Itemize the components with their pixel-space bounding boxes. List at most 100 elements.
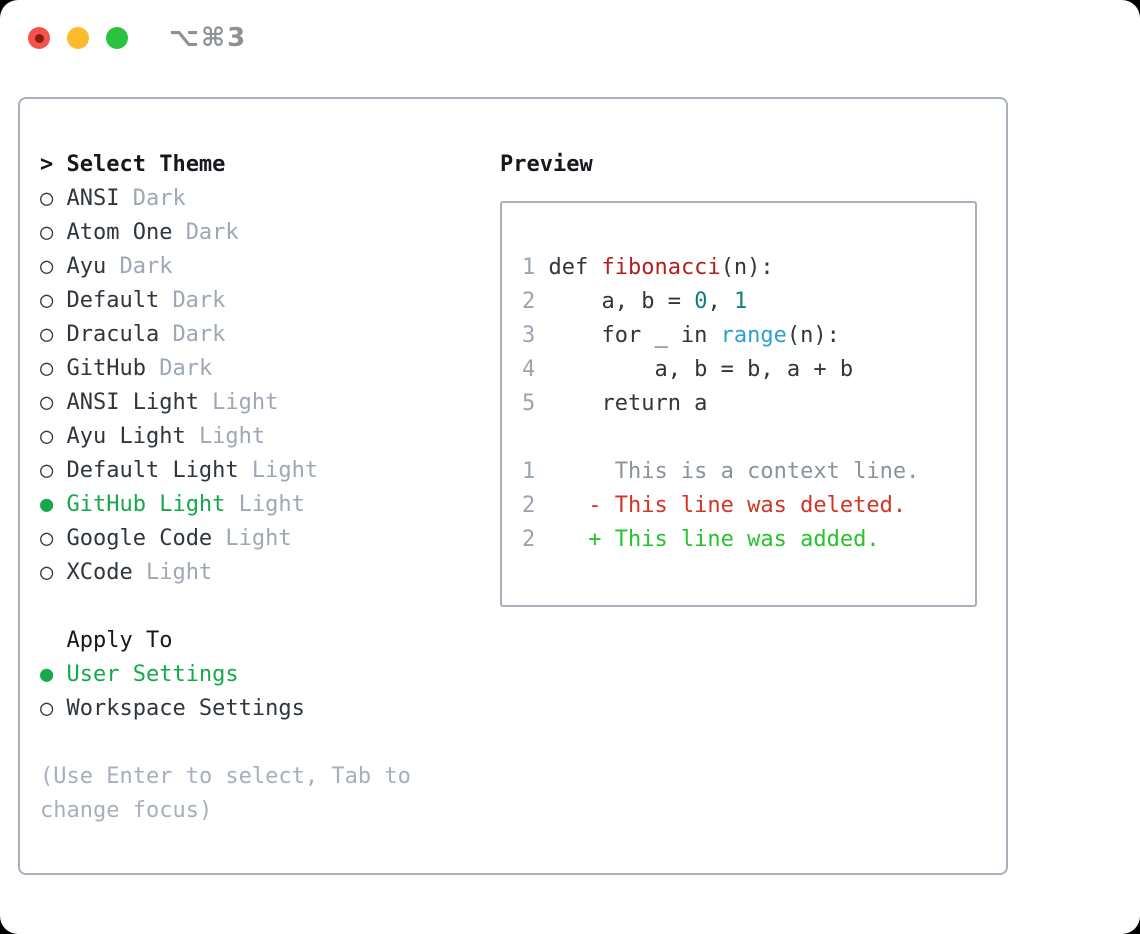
preview-line-diff-context: 1 This is a context line. xyxy=(522,455,975,489)
zoom-button[interactable] xyxy=(106,27,128,49)
line-number: 5 xyxy=(522,391,536,416)
option-name: GitHub xyxy=(66,356,146,381)
option-name: Ayu Light xyxy=(66,424,186,449)
theme-option[interactable]: ○ ANSI Light Light xyxy=(40,386,470,420)
option-variant: Dark xyxy=(185,220,239,245)
option-variant: Light xyxy=(212,390,279,415)
radio-icon: ○ xyxy=(40,696,54,721)
preview-line-blank xyxy=(522,421,975,455)
line-number: 4 xyxy=(522,357,536,382)
theme-option[interactable]: ○ XCode Light xyxy=(40,556,470,590)
option-variant: Dark xyxy=(172,322,226,347)
radio-icon: ○ xyxy=(40,288,54,313)
theme-option[interactable]: ○ Default Light Light xyxy=(40,454,470,488)
prompt-arrow-icon: > xyxy=(40,152,54,177)
option-name: ANSI Light xyxy=(66,390,199,415)
option-name: XCode xyxy=(66,560,133,585)
code-segment: 0 xyxy=(694,289,708,314)
radio-icon: ● xyxy=(40,492,54,517)
hint-text: (Use Enter to select, Tab to change focu… xyxy=(40,764,411,823)
apply-to-header: Apply To xyxy=(66,628,173,653)
preview-line-code: 1 def fibonacci(n): xyxy=(522,251,975,285)
preview-line-diff-deleted: 2 - This line was deleted. xyxy=(522,489,975,523)
radio-icon: ○ xyxy=(40,526,54,551)
preview-line-code: 4 a, b = b, a + b xyxy=(522,353,975,387)
option-name: Ayu xyxy=(66,254,107,279)
line-number: 1 xyxy=(522,255,536,280)
option-variant: Dark xyxy=(119,254,173,279)
code-segment: return a xyxy=(548,391,708,416)
radio-icon: ○ xyxy=(40,390,54,415)
titlebar: ⌥⌘3 xyxy=(28,23,248,53)
line-number: 2 xyxy=(522,289,536,314)
line-number: 2 xyxy=(522,527,536,552)
radio-icon: ○ xyxy=(40,560,54,585)
code-segment: range xyxy=(720,323,787,348)
close-dot-icon xyxy=(34,33,44,43)
option-name: Dracula xyxy=(66,322,160,347)
line-number: 3 xyxy=(522,323,536,348)
code-segment: + This line was added. xyxy=(548,527,880,552)
theme-option[interactable]: ● GitHub Light Light xyxy=(40,488,470,522)
apply-option[interactable]: ● User Settings xyxy=(40,658,470,692)
option-variant: Light xyxy=(145,560,213,585)
select-theme-label: Select Theme xyxy=(66,152,226,177)
code-segment: a, b = b, a + b xyxy=(548,357,854,382)
option-name: Atom One xyxy=(66,220,173,245)
theme-option[interactable]: ○ Ayu Dark xyxy=(40,250,470,284)
code-segment: def xyxy=(548,255,602,280)
theme-option[interactable]: ○ Atom One Dark xyxy=(40,216,470,250)
code-segment: - This line was deleted. xyxy=(548,493,907,518)
option-name: Workspace Settings xyxy=(66,696,305,721)
radio-icon: ○ xyxy=(40,424,54,449)
code-segment: This is a context line. xyxy=(548,459,920,484)
option-variant: Light xyxy=(238,492,305,517)
theme-option[interactable]: ○ Ayu Light Light xyxy=(40,420,470,454)
option-name: Default xyxy=(66,288,160,313)
code-segment: fibonacci xyxy=(601,255,721,280)
code-segment: a, b = xyxy=(548,289,695,314)
select-theme-header: > Select Theme xyxy=(40,148,470,182)
line-number: 1 xyxy=(522,459,536,484)
theme-option[interactable]: ○ ANSI Dark xyxy=(40,182,470,216)
option-name: Default Light xyxy=(66,458,239,483)
option-name: Google Code xyxy=(66,526,213,551)
code-segment: (n): xyxy=(720,255,774,280)
radio-icon: ○ xyxy=(40,254,54,279)
option-variant: Light xyxy=(251,458,319,483)
preview-line-code: 5 return a xyxy=(522,387,975,421)
code-segment: 1 xyxy=(733,289,748,314)
radio-icon: ○ xyxy=(40,322,54,347)
window-title: ⌥⌘3 xyxy=(169,23,248,53)
radio-icon: ○ xyxy=(40,186,54,211)
code-segment: (n): xyxy=(786,323,840,348)
radio-icon: ○ xyxy=(40,356,54,381)
apply-option[interactable]: ○ Workspace Settings xyxy=(40,692,470,726)
preview-line-diff-added: 2 + This line was added. xyxy=(522,523,975,557)
option-variant: Dark xyxy=(159,356,213,381)
theme-option[interactable]: ○ Dracula Dark xyxy=(40,318,470,352)
theme-option[interactable]: ○ GitHub Dark xyxy=(40,352,470,386)
radio-icon: ○ xyxy=(40,220,54,245)
option-name: GitHub Light xyxy=(66,492,226,517)
preview-line-code: 3 for _ in range(n): xyxy=(522,319,975,353)
line-number: 2 xyxy=(522,493,536,518)
option-name: User Settings xyxy=(66,662,239,687)
code-segment: , xyxy=(707,289,734,314)
option-variant: Light xyxy=(198,424,266,449)
option-name: ANSI xyxy=(66,186,120,211)
minimize-button[interactable] xyxy=(67,27,89,49)
radio-icon: ○ xyxy=(40,458,54,483)
radio-icon: ● xyxy=(40,662,54,687)
option-variant: Dark xyxy=(132,186,186,211)
close-button[interactable] xyxy=(28,27,50,49)
apply-to-list: ● User Settings ○ Workspace Settings xyxy=(40,658,470,726)
